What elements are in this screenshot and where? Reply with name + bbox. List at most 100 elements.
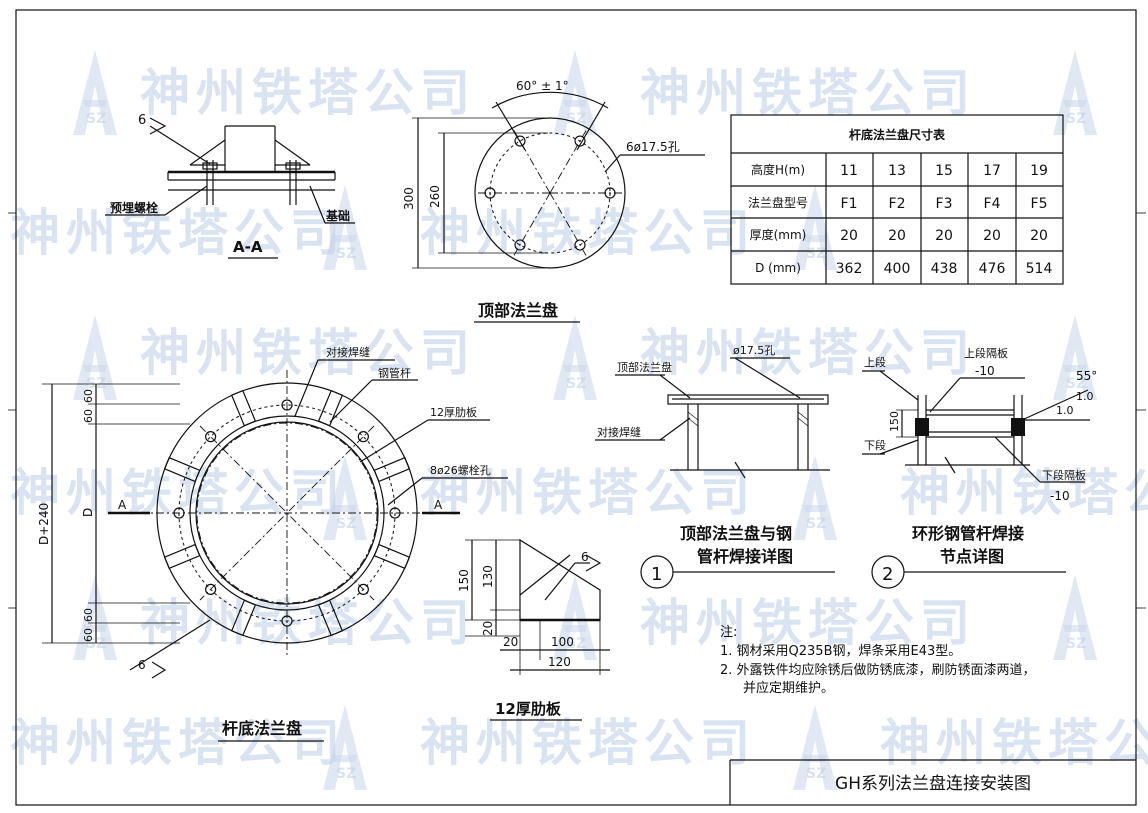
- section-mark-left: A: [118, 498, 127, 512]
- top-flange-hole: [574, 239, 586, 251]
- rib-plate-caption: 12厚肋板: [495, 700, 562, 718]
- label-bolt-holes: 8ø26螺栓孔: [430, 463, 491, 477]
- tower-logo-icon: SZ: [1053, 50, 1097, 135]
- table-cell: 362: [836, 261, 863, 277]
- section-mark-right: A: [434, 498, 443, 512]
- tower-logo-icon: SZ: [73, 315, 117, 400]
- d2-label-upper: 上段: [864, 355, 886, 369]
- rib-plate-mark: [317, 389, 344, 427]
- top-flange-dim-pitch: 260: [428, 185, 442, 208]
- top-flange-center-line: [549, 127, 588, 194]
- table-cell: 20: [888, 228, 906, 244]
- note-item: 2. 外露铁件均应除锈后做防锈底漆，刷防锈面漆两道，: [720, 662, 1036, 678]
- dim-60-lower-a: 60: [82, 608, 95, 622]
- d2-number: 2: [882, 564, 893, 585]
- top-flange-angle: 60° ± 1°: [516, 79, 569, 93]
- tower-logo-icon: SZ: [323, 185, 367, 270]
- table-cell: F3: [936, 196, 953, 212]
- table-cell: 20: [1030, 228, 1048, 244]
- d1-number: 1: [651, 564, 662, 585]
- table-cell: 514: [1026, 261, 1053, 277]
- d2-label-lower: 下段: [864, 438, 886, 452]
- top-flange-caption: 顶部法兰盘: [478, 301, 558, 320]
- bolt-hole: [205, 431, 217, 443]
- sheet-border: [15, 9, 1137, 806]
- bolt-hole: [205, 583, 217, 595]
- watermark-text: 神州铁塔公司: [420, 204, 756, 262]
- tower-logo-letters: SZ: [566, 376, 586, 392]
- d2-title-line2: 节点详图: [940, 547, 1004, 566]
- table-cell: 438: [931, 261, 958, 277]
- table-cell: F1: [841, 196, 858, 212]
- tower-logo-letters: SZ: [806, 246, 826, 262]
- watermark-text: 神州铁塔公司: [880, 714, 1148, 772]
- d2-angle: 55°: [1076, 369, 1097, 383]
- dim-60-lower-b: 60: [82, 628, 95, 642]
- d1-title-line2: 管杆焊接详图: [697, 547, 793, 566]
- table-cell: 20: [935, 228, 953, 244]
- d2-slope-b: 1.0: [1056, 404, 1074, 417]
- d2-dim-150: 150: [888, 411, 901, 432]
- d2-label-upper-plate: 上段隔板: [964, 346, 1008, 360]
- top-flange-center-line: [512, 192, 551, 259]
- watermark-text: 神州铁塔公司: [140, 324, 476, 382]
- tower-logo-letters: SZ: [806, 766, 826, 782]
- label-rib: 12厚肋板: [430, 405, 477, 419]
- watermark-text: 神州铁塔公司: [140, 64, 476, 122]
- table-cell: F4: [984, 196, 1001, 212]
- tower-logo-letters: SZ: [336, 246, 356, 262]
- title-block: GH系列法兰盘连接安装图: [729, 759, 1136, 805]
- rib-dim-150: 150: [457, 569, 471, 592]
- table-cell: 15: [935, 163, 953, 179]
- bolt-hole: [357, 583, 369, 595]
- top-flange-hole: [484, 187, 496, 199]
- tower-logo-letters: SZ: [1066, 111, 1086, 127]
- rib-plate-mark: [373, 456, 411, 483]
- tower-logo-letters: SZ: [566, 111, 586, 127]
- tower-logo-icon: SZ: [553, 575, 597, 660]
- rib-dim-130: 130: [481, 565, 495, 588]
- dim-60-upper-b: 60: [82, 409, 95, 423]
- d1-label-weld: 对接焊缝: [597, 425, 641, 439]
- rib-plate-view: 6 150 130 20 20 100 120 12厚肋板: [457, 538, 610, 721]
- top-flange-hole: [514, 239, 526, 251]
- tower-logo-icon: SZ: [553, 315, 597, 400]
- watermark-text: 神州铁塔公司: [420, 464, 756, 522]
- d2-slope-a: 1.0: [1076, 390, 1094, 403]
- top-flange-view: 60° ± 1° 6ø17.5孔 300 260 顶部法兰盘: [402, 79, 705, 323]
- rib-plate-mark: [230, 599, 257, 637]
- table-cell: 476: [979, 261, 1006, 277]
- top-flange-holes: 6ø17.5孔: [626, 140, 680, 154]
- table-cell: 400: [884, 261, 911, 277]
- detail-2-view: 上段 下段 上段隔板 -10 下段隔板 -10 150 55° 1.0 1.0 …: [862, 346, 1097, 589]
- label-butt-weld: 对接焊缝: [326, 345, 370, 359]
- base-flange-caption: 杆底法兰盘: [222, 719, 302, 738]
- d2-label-upper-plate-val: -10: [975, 364, 995, 378]
- rib-plate-mark: [230, 389, 257, 427]
- flange-dimension-table: 杆底法兰盘尺寸表 高度H(m) 11 13 15 17 19 法兰盘型号 F1 …: [730, 114, 1064, 285]
- top-flange-center-line: [549, 192, 588, 259]
- rib-plate-mark: [373, 543, 411, 570]
- dim-d-plus-240: D+240: [37, 503, 51, 545]
- note-item: 并应定期维护。: [743, 680, 834, 696]
- watermark-text: 神州铁塔公司: [640, 324, 976, 382]
- top-flange-dim-outer: 300: [402, 187, 416, 210]
- d1-label-flange: 顶部法兰盘: [617, 360, 672, 374]
- table-cell: 19: [1030, 163, 1048, 179]
- table-cell: 20: [983, 228, 1001, 244]
- detail-1-view: 顶部法兰盘 ø17.5孔 对接焊缝 顶部法兰盘与钢 管杆焊接详图 1: [595, 344, 835, 589]
- rib-dim-120: 120: [548, 655, 571, 669]
- table-row-label: D (mm): [755, 261, 801, 275]
- tower-logo-letters: SZ: [566, 636, 586, 652]
- table-row-label: 厚度(mm): [750, 227, 807, 242]
- watermark-text: 神州铁塔公司: [10, 204, 346, 262]
- tower-logo-icon: SZ: [323, 455, 367, 540]
- tower-logo-icon: SZ: [793, 455, 837, 540]
- tower-logo-icon: SZ: [793, 705, 837, 790]
- notes-block: 注: 1. 钢材采用Q235B钢，焊条采用E43型。 2. 外露铁件均应除锈后做…: [720, 625, 1036, 696]
- watermark-text: 神州铁塔公司: [10, 714, 346, 772]
- watermark-text: 神州铁塔公司: [640, 64, 976, 122]
- bolt-hole: [357, 431, 369, 443]
- aa-label-bolt: 预埋螺栓: [110, 200, 158, 215]
